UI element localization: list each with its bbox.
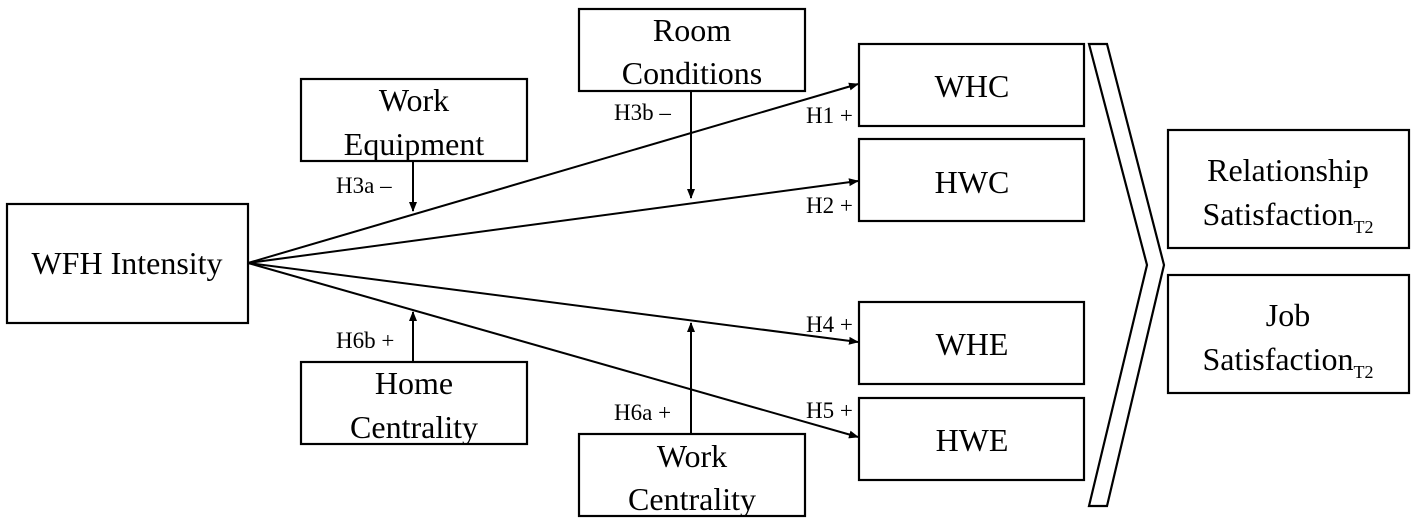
node-label-subscript: T2 [1354,362,1374,382]
node-label-line2: SatisfactionT2 [1202,341,1373,382]
node-label-line1: Home [375,365,453,401]
hypothesis-label-h5: H5 + [806,398,853,423]
arrow-h1-wfh-to-whc [247,82,859,264]
node-home-centrality: Home Centrality [299,360,529,446]
node-label-line1: Job [1266,297,1310,333]
hypothesis-label-h2: H2 + [806,193,853,218]
node-label-line1: Work [657,438,727,474]
hypothesis-label-h4: H4 + [806,312,853,337]
node-whc: WHC [857,42,1086,128]
node-label: WFH Intensity [31,245,222,281]
outcome-chevron [1087,42,1166,508]
node-label-line2: Equipment [344,126,485,162]
hypothesis-label-h1: H1 + [806,103,853,128]
node-job-satisfaction: Job SatisfactionT2 [1166,273,1411,395]
node-hwe: HWE [857,396,1086,482]
node-work-centrality: Work Centrality [577,432,807,518]
arrow-h5-wfh-to-hwe [247,262,859,439]
node-label-main: Satisfaction [1202,196,1353,232]
arrow-h2-wfh-to-hwc [247,178,859,264]
node-wfh-intensity: WFH Intensity [5,202,250,325]
node-hwc: HWC [857,137,1086,223]
node-label-main: Satisfaction [1202,341,1353,377]
arrow-h4-wfh-to-whe [247,262,859,345]
node-label-line2: Conditions [622,55,762,91]
node-label-line1: Relationship [1207,152,1369,188]
node-label: HWE [936,422,1009,458]
hypothesis-label-h3a: H3a – [336,173,392,198]
node-whe: WHE [857,300,1086,386]
node-label-line1: Room [653,12,731,48]
node-label: WHE [936,326,1009,362]
node-label-subscript: T2 [1354,217,1374,237]
node-label-line1: Work [379,82,449,118]
node-room-conditions: Room Conditions [577,7,807,93]
hypothesis-label-h3b: H3b – [614,100,671,125]
node-label-line2: SatisfactionT2 [1202,196,1373,237]
node-label: HWC [935,164,1010,200]
hypothesis-label-h6a: H6a + [614,400,671,425]
hypothesis-label-h6b: H6b + [336,328,394,353]
node-work-equipment: Work Equipment [299,77,529,163]
node-label-line2: Centrality [350,409,478,445]
node-label: WHC [935,68,1010,104]
node-label-line2: Centrality [628,481,756,517]
node-relationship-satisfaction: Relationship SatisfactionT2 [1166,128,1411,250]
